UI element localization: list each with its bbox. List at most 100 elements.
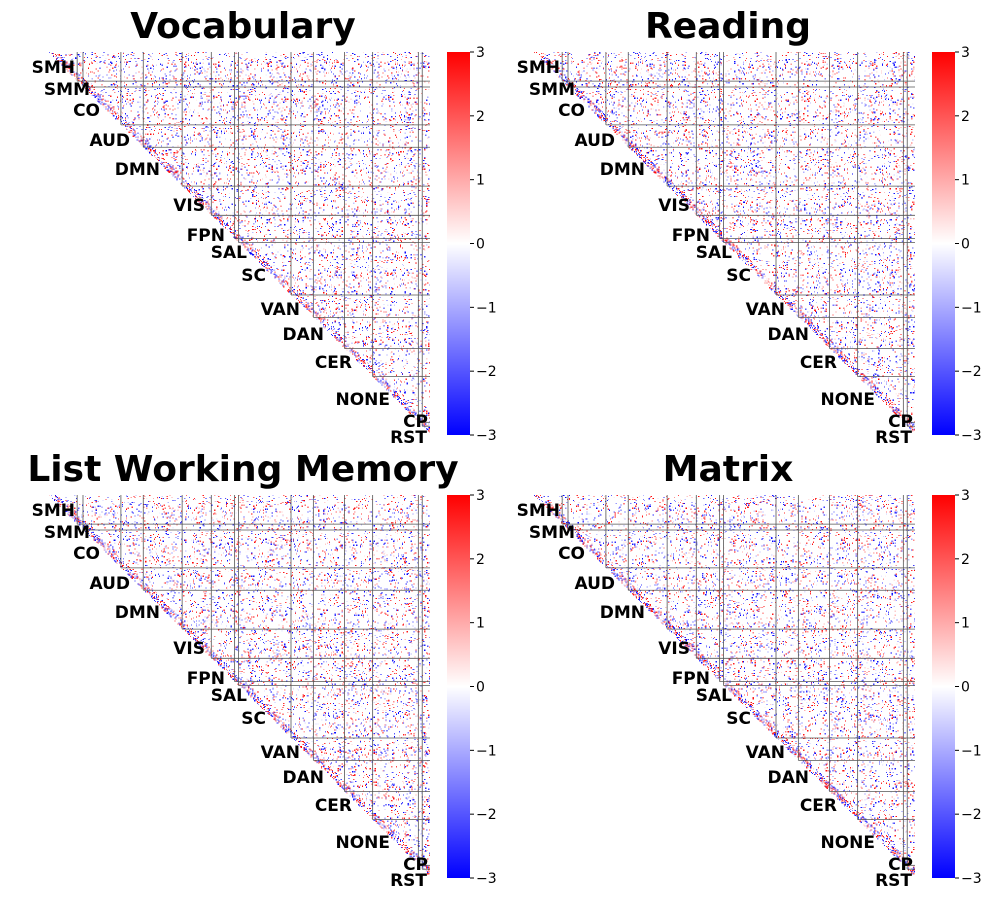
matrix-cell xyxy=(415,102,416,103)
matrix-cell xyxy=(385,82,386,83)
matrix-cell xyxy=(266,74,267,75)
matrix-cell xyxy=(180,79,181,80)
matrix-cell xyxy=(160,64,161,65)
matrix-cell xyxy=(325,88,326,89)
matrix-cell xyxy=(327,59,328,60)
matrix-cell xyxy=(88,75,89,76)
matrix-cell xyxy=(303,213,304,214)
matrix-cell xyxy=(78,75,79,76)
matrix-cell xyxy=(176,130,177,131)
matrix-cell xyxy=(219,153,220,154)
matrix-cell xyxy=(340,120,341,121)
matrix-cell xyxy=(205,56,206,57)
matrix-cell xyxy=(348,197,349,198)
matrix-cell xyxy=(358,131,359,132)
matrix-cell xyxy=(271,135,272,136)
matrix-cell xyxy=(266,59,267,60)
matrix-cell xyxy=(331,115,332,116)
matrix-cell xyxy=(322,145,323,146)
matrix-cell xyxy=(394,148,395,149)
matrix-cell xyxy=(340,164,341,165)
matrix-cell xyxy=(226,163,227,164)
matrix-cell xyxy=(408,71,409,72)
matrix-cell xyxy=(369,180,370,181)
matrix-cell xyxy=(269,95,270,96)
matrix-cell xyxy=(380,194,381,195)
matrix-cell xyxy=(294,159,295,160)
matrix-cell xyxy=(159,84,160,85)
matrix-cell xyxy=(162,99,163,100)
matrix-cell xyxy=(332,155,333,156)
matrix-cell xyxy=(406,219,407,220)
matrix-cell xyxy=(269,100,270,101)
matrix-cell xyxy=(199,189,200,190)
matrix-cell xyxy=(354,74,355,75)
matrix-cell xyxy=(296,208,297,209)
matrix-cell xyxy=(131,58,132,59)
matrix-cell xyxy=(311,97,312,98)
matrix-cell xyxy=(204,102,205,103)
matrix-cell xyxy=(113,53,114,54)
matrix-cell xyxy=(149,121,150,122)
matrix-cell xyxy=(367,201,368,202)
matrix-cell xyxy=(299,129,300,130)
matrix-cell xyxy=(175,157,176,158)
matrix-cell xyxy=(273,208,274,209)
matrix-cell xyxy=(330,105,331,106)
matrix-cell xyxy=(332,52,333,53)
matrix-cell xyxy=(225,205,226,206)
matrix-cell xyxy=(128,91,129,92)
matrix-cell xyxy=(260,153,261,154)
matrix-cell xyxy=(406,165,407,166)
matrix-cell xyxy=(266,210,267,211)
matrix-cell xyxy=(294,156,295,157)
matrix-cell xyxy=(170,74,171,75)
matrix-cell xyxy=(334,119,335,120)
matrix-cell xyxy=(184,96,185,97)
matrix-cell xyxy=(356,103,357,104)
matrix-cell xyxy=(347,88,348,89)
matrix-cell xyxy=(225,139,226,140)
matrix-cell xyxy=(363,181,364,182)
matrix-cell xyxy=(370,63,371,64)
matrix-cell xyxy=(275,152,276,153)
matrix-cell xyxy=(378,177,379,178)
matrix-cell xyxy=(199,174,200,175)
matrix-cell xyxy=(295,117,296,118)
matrix-cell xyxy=(269,110,270,111)
matrix-cell xyxy=(408,198,409,199)
matrix-cell xyxy=(193,168,194,169)
matrix-cell xyxy=(229,56,230,57)
matrix-cell xyxy=(230,99,231,100)
matrix-cell xyxy=(220,157,221,158)
matrix-cell xyxy=(354,70,355,71)
matrix-cell xyxy=(110,96,111,97)
matrix-cell xyxy=(128,117,129,118)
matrix-cell xyxy=(219,174,220,175)
matrix-cell xyxy=(244,167,245,168)
matrix-cell xyxy=(405,119,406,120)
matrix-cell xyxy=(260,119,261,120)
matrix-cell xyxy=(244,152,245,153)
matrix-cell xyxy=(265,85,266,86)
matrix-cell xyxy=(347,84,348,85)
matrix-cell xyxy=(398,79,399,80)
matrix-cell xyxy=(230,96,231,97)
matrix-cell xyxy=(303,105,304,106)
matrix-cell xyxy=(81,63,82,64)
matrix-cell xyxy=(317,169,318,170)
matrix-cell xyxy=(237,189,238,190)
matrix-cell xyxy=(377,175,378,176)
matrix-cell xyxy=(295,182,296,183)
matrix-cell xyxy=(328,162,329,163)
matrix-cell xyxy=(304,200,305,201)
matrix-cell xyxy=(298,79,299,80)
matrix-cell xyxy=(168,58,169,59)
matrix-cell xyxy=(161,164,162,165)
matrix-cell xyxy=(260,139,261,140)
matrix-cell xyxy=(268,66,269,67)
matrix-cell xyxy=(225,109,226,110)
matrix-cell xyxy=(382,145,383,146)
matrix-cell xyxy=(294,191,295,192)
matrix-cell xyxy=(167,139,168,140)
